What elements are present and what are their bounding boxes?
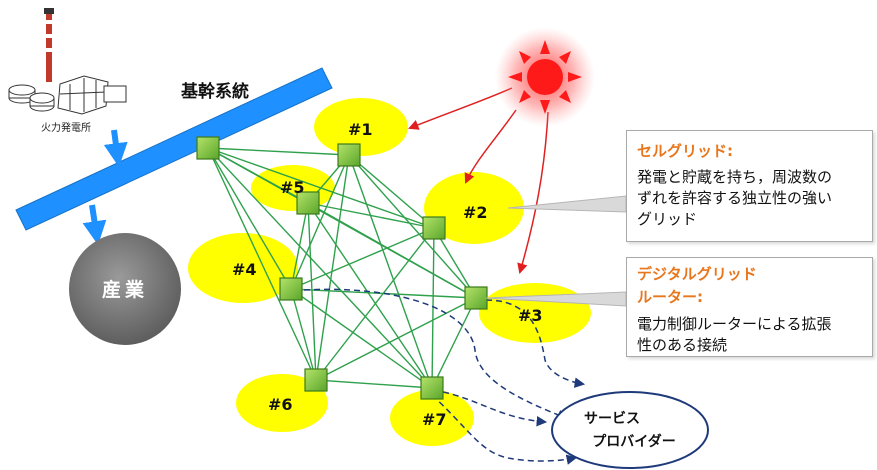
sun-icon xyxy=(495,27,595,127)
router-callout-title-line1: デジタルグリッド xyxy=(637,265,757,283)
router-icon-trunk xyxy=(196,136,220,160)
mesh-link-trunk-4 xyxy=(207,147,292,290)
cell-label-2: #2 xyxy=(463,203,488,222)
cell-label-5: #5 xyxy=(280,178,305,197)
mesh-link-1-6 xyxy=(315,154,350,381)
cell-label-4: #4 xyxy=(232,260,257,279)
router-icon-3 xyxy=(464,286,488,310)
mesh-link-1-7 xyxy=(348,154,433,389)
sun-to-cell-1-arrow xyxy=(408,87,513,130)
mesh-link-1-2 xyxy=(348,154,435,229)
cell-grid-callout-title: セルグリッド: xyxy=(637,142,733,160)
trunk-line xyxy=(15,67,333,231)
mesh-link-trunk-1 xyxy=(207,147,350,156)
router-callout-title-line2: ルーター: xyxy=(637,288,703,306)
trunk-to-industry-arrow xyxy=(82,204,107,246)
router-callout-text: 電力制御ルーターによる拡張 性のある接続 xyxy=(637,315,832,354)
router-icon-5 xyxy=(296,191,320,215)
mesh-link-5-2 xyxy=(307,202,435,229)
router-icon-7 xyxy=(420,376,444,400)
cell-7 xyxy=(390,390,474,446)
mesh-link-5-7 xyxy=(307,202,433,389)
service-provider-label-line2: プロバイダー xyxy=(592,433,675,450)
mesh-link-5-4 xyxy=(290,202,309,290)
router-icon-4 xyxy=(279,277,303,301)
router-7-service-link-lower xyxy=(431,394,578,465)
trunk-line-label: 基幹系統 xyxy=(180,81,249,102)
router-icon-1 xyxy=(337,143,361,167)
cell-labels: #1 #2 #3 #4 #5 #6 #7 xyxy=(232,120,543,429)
cell-grid-callout: セルグリッド: 発電と貯蔵を持ち，周波数の ずれを許容する独立性の強い グリッド xyxy=(626,130,873,242)
mesh-link-6-7 xyxy=(315,379,433,389)
cell-label-6: #6 xyxy=(268,395,293,414)
router-icon-6 xyxy=(304,368,328,392)
router-callout: デジタルグリッド ルーター: 電力制御ルーターによる拡張 性のある接続 xyxy=(626,257,873,357)
sun-to-cell-2-arrow xyxy=(464,109,517,184)
router-icon-2 xyxy=(422,216,446,240)
mesh-link-1-3 xyxy=(348,154,477,299)
cell-2 xyxy=(424,172,524,244)
mesh-link-2-4 xyxy=(290,227,435,290)
industry-circle xyxy=(69,233,181,345)
cell-grid-callout-text: 発電と貯蔵を持ち，周波数の ずれを許容する独立性の強い グリッド xyxy=(637,168,833,228)
cell-label-3: #3 xyxy=(518,306,543,325)
mesh-link-2-6 xyxy=(315,227,435,381)
service-provider-label-line1: サービス xyxy=(584,411,640,427)
router-7-service-link xyxy=(442,391,548,427)
mesh-link-4-3 xyxy=(290,288,477,299)
cell-grid-callout-pointer xyxy=(507,195,627,213)
plant-to-trunk-arrow xyxy=(103,129,128,168)
router-4-service-link xyxy=(303,288,568,420)
mesh-link-3-7 xyxy=(431,297,477,389)
mesh-link-5-3 xyxy=(307,202,477,299)
mesh-link-3-6 xyxy=(315,297,477,381)
mesh-link-trunk-7 xyxy=(207,147,433,389)
service-links xyxy=(303,288,586,465)
service-provider-circle xyxy=(551,391,709,469)
routers xyxy=(196,136,488,400)
mesh-link-4-6 xyxy=(290,288,317,381)
cell-label-7: #7 xyxy=(422,410,447,429)
power-plant-label: 火力発電所 xyxy=(41,121,91,134)
router-mesh xyxy=(207,147,477,389)
cell-4 xyxy=(188,233,298,303)
router-3-service-link xyxy=(485,299,586,388)
mesh-link-2-3 xyxy=(433,227,477,299)
cell-1 xyxy=(314,98,408,156)
industry-label: 産業 xyxy=(102,278,148,301)
mesh-link-2-7 xyxy=(431,227,435,389)
power-plant-icon xyxy=(8,8,127,115)
cell-label-1: #1 xyxy=(348,120,373,139)
mesh-link-5-6 xyxy=(307,202,317,381)
mesh-link-trunk-6 xyxy=(207,147,317,381)
mesh-link-4-7 xyxy=(290,288,433,389)
sun-to-cell-3-arrow xyxy=(517,111,549,275)
